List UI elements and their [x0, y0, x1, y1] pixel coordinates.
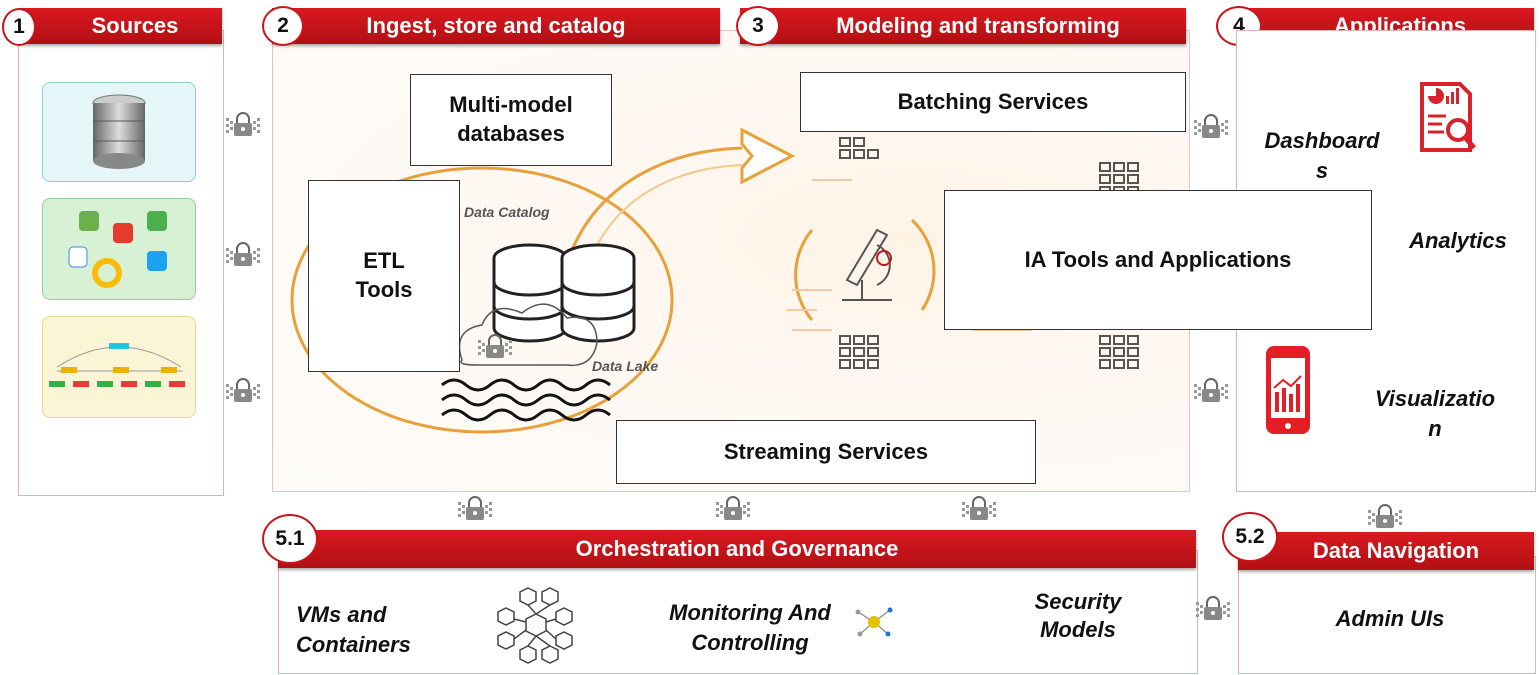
streaming-services-box[interactable]: Streaming Services [616, 420, 1036, 484]
database-icon [92, 94, 146, 169]
tree-source[interactable] [42, 316, 196, 418]
header-ingest-label: Ingest, store and catalog [366, 13, 626, 38]
admin-uis-label[interactable]: Admin UIs [1335, 606, 1445, 631]
header-orchestration-label: Orchestration and Governance [575, 536, 899, 561]
app-dashboards[interactable]: Dashboard s [1264, 128, 1380, 183]
vms-containers-label[interactable]: VMs and Containers [296, 602, 411, 657]
security-models-label[interactable]: Security Models [1034, 589, 1122, 642]
lock-icon [962, 496, 996, 521]
grid-icon [839, 137, 1139, 369]
badge-1: 1 [2, 8, 36, 46]
apps-cluster-icon [68, 211, 167, 288]
database-stack-icon [492, 243, 636, 343]
header-sources: Sources [18, 8, 222, 44]
waves-icon [441, 378, 611, 422]
etl-tools-box[interactable]: ETL Tools [308, 180, 460, 372]
header-ingest: Ingest, store and catalog [272, 8, 720, 44]
badge-5-2: 5.2 [1222, 512, 1278, 562]
lock-icon [716, 496, 750, 521]
navigation-panel [1238, 556, 1536, 674]
network-cubes-icon [497, 587, 573, 664]
header-sources-label: Sources [91, 13, 179, 38]
lock-icon [1368, 504, 1402, 529]
monitoring-label[interactable]: Monitoring And Controlling [669, 600, 831, 655]
lock-icon [226, 378, 260, 403]
microscope-icon [842, 228, 892, 301]
badge-5-1: 5.1 [262, 514, 318, 564]
multimodel-db-box[interactable]: Multi-model databases [410, 74, 612, 166]
mobile-chart-icon [1266, 346, 1310, 434]
header-modeling: Modeling and transforming [740, 8, 1186, 44]
app-visualization[interactable]: Visualizatio n [1374, 386, 1496, 441]
header-navigation: Data Navigation [1238, 532, 1534, 570]
data-lake-oval [290, 166, 674, 434]
app-analytics[interactable]: Analytics [1409, 228, 1507, 253]
lock-icon [1196, 596, 1230, 621]
data-catalog-label: Data Catalog [464, 204, 550, 220]
badge-3: 3 [736, 6, 780, 46]
lock-icon [1194, 114, 1228, 139]
badge-2: 2 [262, 6, 304, 46]
lock-icon [478, 334, 512, 359]
batching-services-box[interactable]: Batching Services [800, 72, 1186, 132]
molecule-icon [855, 607, 893, 637]
cloud-icon [458, 303, 598, 367]
center-artwork [290, 127, 1139, 434]
report-search-icon [1420, 82, 1476, 152]
flow-arrow [570, 146, 743, 251]
lock-icon [458, 496, 492, 521]
arrow-head [740, 127, 796, 185]
lock-icon [226, 242, 260, 267]
ia-tools-box[interactable]: IA Tools and Applications [944, 190, 1372, 330]
lock-icon [226, 112, 260, 137]
header-orchestration: Orchestration and Governance [278, 530, 1196, 568]
tree-diagram-icon [49, 343, 185, 387]
apps-source[interactable] [42, 198, 196, 300]
header-navigation-label: Data Navigation [1312, 538, 1480, 563]
database-source[interactable] [42, 82, 196, 182]
lock-icon [1194, 378, 1228, 403]
data-lake-label: Data Lake [592, 358, 659, 374]
header-modeling-label: Modeling and transforming [836, 13, 1120, 38]
